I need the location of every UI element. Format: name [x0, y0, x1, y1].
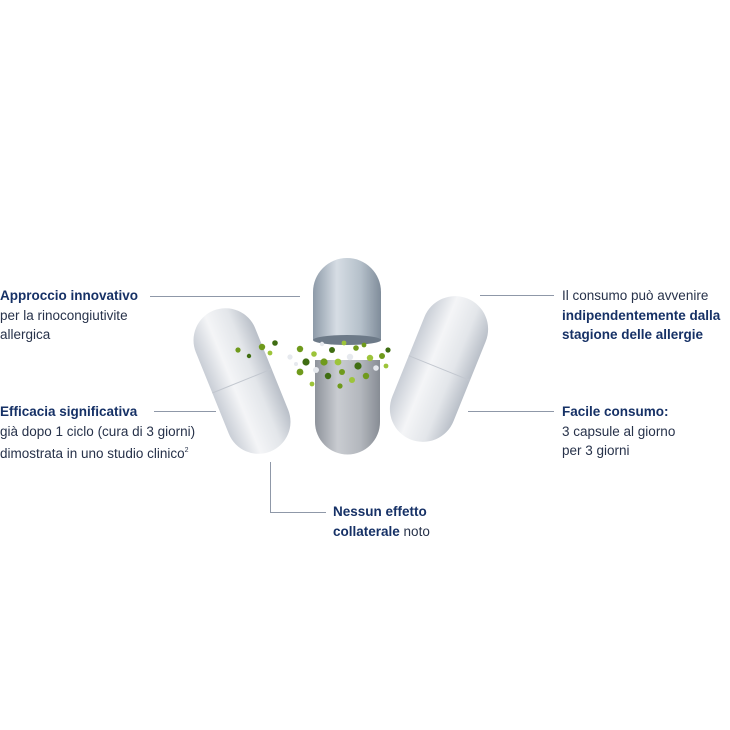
connector-side-effect-horizontal	[270, 512, 326, 513]
feature-no-side-effect-suffix: noto	[399, 523, 430, 539]
feature-easy-title: Facile consumo:	[562, 404, 669, 419]
feature-efficacy: Efficacia significativa già dopo 1 ciclo…	[0, 402, 220, 464]
feature-season-line1: Il consumo può avvenire	[562, 288, 709, 303]
connector-side-effect-vertical	[270, 462, 271, 513]
feature-no-side-effect-line2: collaterale noto	[333, 522, 493, 542]
feature-innovative-line2: allergica	[0, 327, 51, 342]
granules	[235, 340, 391, 389]
connector-easy	[468, 411, 554, 412]
feature-season-bold1: indipendentemente dalla	[562, 307, 721, 323]
feature-innovative-title: Approccio innovativo	[0, 288, 139, 303]
feature-no-side-effect-title2: collaterale	[333, 523, 400, 539]
feature-easy-line1: 3 capsule al giorno	[562, 423, 676, 439]
feature-efficacy-line1: già dopo 1 ciclo (cura di 3 giorni)	[0, 423, 196, 439]
feature-efficacy-title: Efficacia significativa	[0, 404, 138, 419]
feature-easy: Facile consumo: 3 capsule al giorno per …	[562, 402, 730, 461]
connector-efficacy	[154, 411, 216, 412]
feature-efficacy-line2-text: dimostrata in uno studio clinico	[0, 446, 185, 461]
feature-innovative-line1: per la rinocongiutivite	[0, 307, 128, 323]
left-capsule	[193, 308, 291, 454]
connector-season	[480, 295, 554, 296]
footnote-marker: 2	[184, 447, 189, 454]
connector-innovative	[150, 296, 300, 297]
feature-easy-line2: per 3 giorni	[562, 443, 630, 458]
feature-efficacy-line2: dimostrata in uno studio clinico2	[0, 441, 220, 464]
center-capsule-cap	[313, 258, 381, 345]
feature-innovative: Approccio innovativo per la rinocongiuti…	[0, 286, 210, 345]
feature-no-side-effect-title: Nessun effetto	[333, 504, 427, 519]
center-capsule-body	[315, 360, 380, 455]
feature-season: Il consumo può avvenire indipendentement…	[562, 286, 730, 345]
right-capsule	[389, 296, 489, 442]
feature-season-bold2: stagione delle allergie	[562, 327, 704, 342]
feature-no-side-effect: Nessun effetto collaterale noto	[333, 502, 493, 541]
